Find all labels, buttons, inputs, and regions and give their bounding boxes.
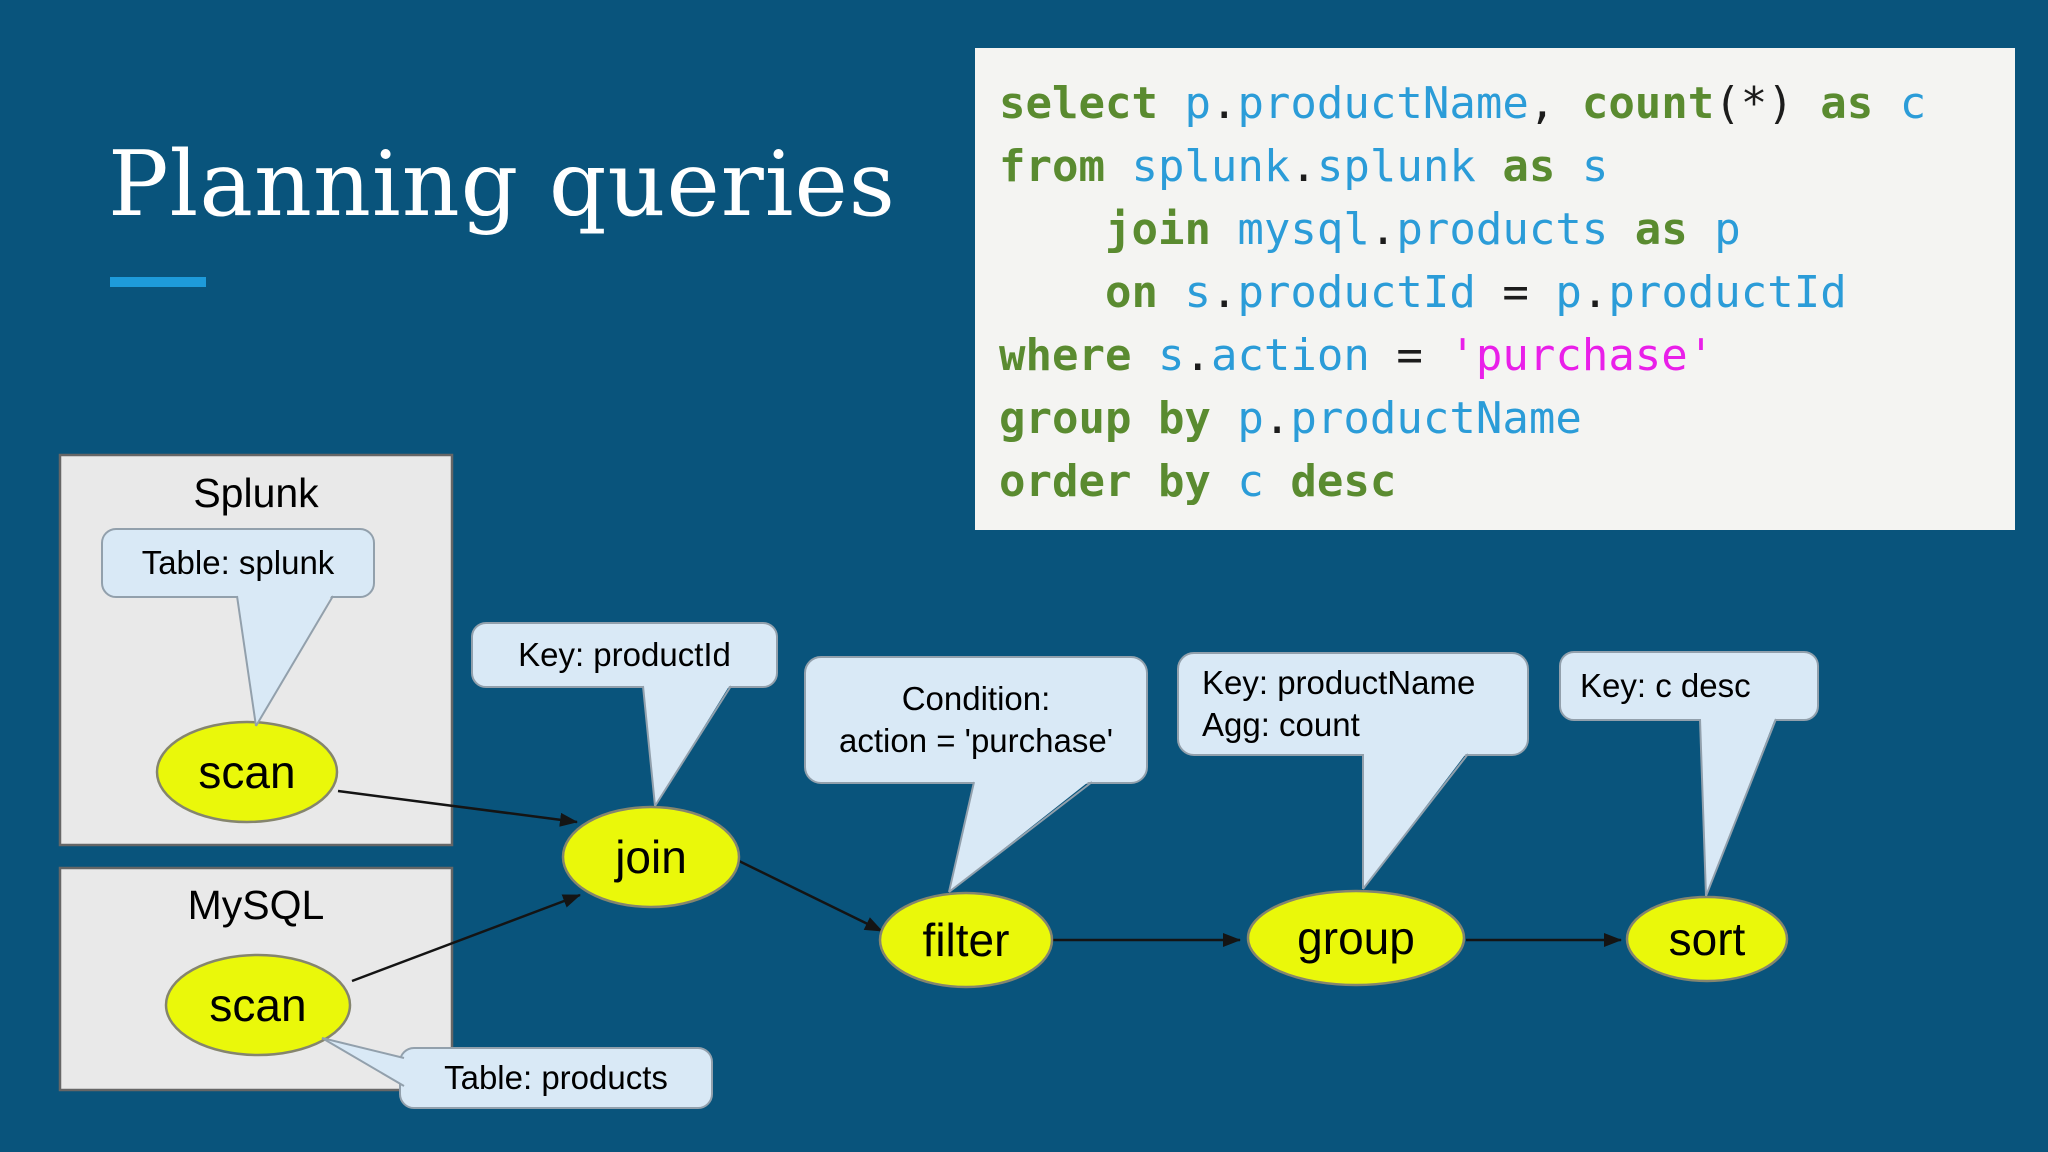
tail-edge bbox=[1699, 718, 1707, 897]
tail-edge bbox=[654, 685, 732, 807]
callout-table-products: Table: products bbox=[400, 1048, 712, 1108]
join-node-label: join bbox=[615, 831, 687, 883]
edge-join-filter bbox=[738, 859, 883, 933]
group-node-label: group bbox=[1297, 912, 1415, 964]
scan-splunk-node-label: scan bbox=[198, 746, 296, 798]
sort-node bbox=[1625, 895, 1789, 983]
sort-node-label: sort bbox=[1668, 913, 1746, 965]
callout-key-productid: Key: productId bbox=[472, 623, 777, 687]
code-line: from splunk.splunk as s bbox=[999, 141, 1609, 192]
code-block: select p.productName, count(*) as c from … bbox=[999, 72, 2015, 513]
mysql-group-label: MySQL bbox=[187, 882, 325, 928]
callout-line: Key: productId bbox=[518, 636, 731, 673]
filter-node-label: filter bbox=[922, 914, 1010, 966]
callout-line: Key: productName bbox=[1202, 664, 1476, 701]
callout-line: Key: c desc bbox=[1580, 667, 1751, 704]
callout-key-c-desc-tail bbox=[1700, 716, 1776, 896]
tail-edge bbox=[1705, 718, 1777, 897]
callout-key-productid-tail bbox=[643, 683, 731, 806]
code-line: group by p.productName bbox=[999, 393, 1582, 444]
tail-edge bbox=[321, 1037, 405, 1059]
callout-table-splunk-tail bbox=[237, 593, 333, 726]
callout-line: Table: splunk bbox=[141, 544, 335, 581]
tail-edge bbox=[642, 685, 656, 807]
code-line: order by c desc bbox=[999, 456, 1397, 507]
splunk-group-label: Splunk bbox=[193, 470, 319, 516]
tail-edge bbox=[948, 781, 1093, 893]
tail-edge bbox=[948, 781, 975, 893]
edge-scan-splunk-join bbox=[337, 789, 578, 827]
callout-line: action = 'purchase' bbox=[838, 722, 1114, 759]
sql-code-block: select p.productName, count(*) as c from … bbox=[975, 48, 2015, 530]
callout-line: Table: products bbox=[444, 1059, 668, 1096]
callout-key-productname-box bbox=[1177, 652, 1529, 756]
edge-scan-mysql-join bbox=[351, 893, 581, 983]
callout-line: Condition: bbox=[901, 680, 1051, 717]
callout-key-productid-box bbox=[471, 622, 778, 688]
join-node bbox=[561, 805, 741, 909]
callout-key-c-desc-box bbox=[1559, 651, 1819, 721]
callout-table-splunk: Table: splunk bbox=[102, 529, 374, 597]
code-line: where s.action = 'purchase' bbox=[999, 330, 1715, 381]
code-line: join mysql.products as p bbox=[1104, 204, 1741, 255]
code-line: on s.productId = p.productId bbox=[1104, 267, 1847, 318]
filter-node bbox=[878, 891, 1054, 989]
callout-key-c-desc: Key: c desc bbox=[1560, 652, 1818, 720]
callout-condition: Condition: action = 'purchase' bbox=[805, 657, 1147, 783]
group-node bbox=[1246, 889, 1466, 987]
scan-mysql-node-label: scan bbox=[209, 979, 307, 1031]
tail-edge bbox=[1362, 753, 1469, 890]
title-accent-bar bbox=[110, 277, 206, 287]
tail-edge bbox=[236, 595, 257, 727]
page-title: Planning queries bbox=[108, 132, 896, 237]
callout-line: Agg: count bbox=[1202, 706, 1360, 743]
tail-edge bbox=[321, 1037, 405, 1087]
callout-key-productname: Key: productName Agg: count bbox=[1178, 653, 1528, 755]
scan-splunk-node bbox=[155, 720, 339, 824]
scan-mysql-node bbox=[164, 953, 352, 1057]
tail-edge bbox=[255, 595, 334, 727]
code-line: select p.productName, count(*) as c bbox=[999, 78, 1927, 129]
